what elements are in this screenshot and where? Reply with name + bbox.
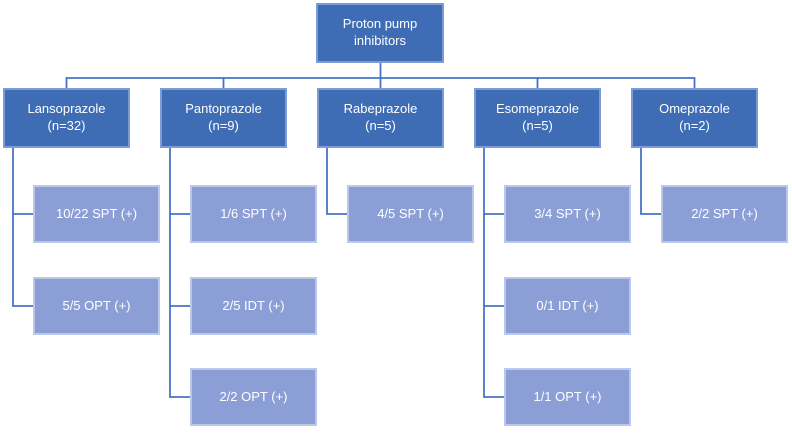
branch-name: Omeprazole — [659, 101, 730, 117]
branch-name: Lansoprazole — [27, 101, 106, 117]
leaf-node-esomeprazole-1-1-opt: 1/1 OPT (+) — [504, 368, 631, 426]
leaf-node-pantoprazole-1-6-spt: 1/6 SPT (+) — [190, 185, 317, 243]
leaf-label: 1/6 SPT (+) — [220, 205, 287, 221]
leaf-node-omeprazole-2-2-spt: 2/2 SPT (+) — [661, 185, 788, 243]
branch-name: Pantoprazole — [185, 101, 262, 117]
leaf-node-esomeprazole-0-1-idt: 0/1 IDT (+) — [504, 277, 631, 335]
branch-node-pantoprazole: Pantoprazole(n=9) — [160, 88, 287, 148]
leaf-node-pantoprazole-2-5-idt: 2/5 IDT (+) — [190, 277, 317, 335]
leaf-label: 2/2 OPT (+) — [219, 388, 288, 404]
leaf-label: 2/5 IDT (+) — [222, 297, 285, 313]
leaf-label: 2/2 SPT (+) — [691, 205, 758, 221]
branch-name: Rabeprazole — [343, 101, 418, 117]
leaf-node-lansoprazole-5-5-opt: 5/5 OPT (+) — [33, 277, 160, 335]
branch-count: (n=5) — [522, 118, 553, 133]
branch-count: (n=2) — [679, 118, 710, 133]
leaf-label: 3/4 SPT (+) — [534, 205, 601, 221]
leaf-label: 5/5 OPT (+) — [62, 297, 131, 313]
leaf-node-pantoprazole-2-2-opt: 2/2 OPT (+) — [190, 368, 317, 426]
leaf-label: 0/1 IDT (+) — [536, 297, 599, 313]
leaf-node-esomeprazole-3-4-spt: 3/4 SPT (+) — [504, 185, 631, 243]
leaf-label: 4/5 SPT (+) — [377, 205, 444, 221]
root-node-proton-pump-inhibitors: Proton pump inhibitors — [316, 3, 444, 63]
branch-node-rabeprazole: Rabeprazole(n=5) — [317, 88, 444, 148]
branch-count: (n=9) — [208, 118, 239, 133]
root-node-label: Proton pump inhibitors — [342, 16, 418, 48]
leaf-label: 10/22 SPT (+) — [55, 205, 138, 221]
branch-count: (n=32) — [47, 118, 86, 133]
branch-node-omeprazole: Omeprazole(n=2) — [631, 88, 758, 148]
leaf-label: 1/1 OPT (+) — [533, 388, 602, 404]
branch-count: (n=5) — [365, 118, 396, 133]
leaf-node-rabeprazole-4-5-spt: 4/5 SPT (+) — [347, 185, 474, 243]
leaf-node-lansoprazole-10-22-spt: 10/22 SPT (+) — [33, 185, 160, 243]
branch-name: Esomeprazole — [495, 101, 580, 117]
branch-node-lansoprazole: Lansoprazole(n=32) — [3, 88, 130, 148]
branch-node-esomeprazole: Esomeprazole(n=5) — [474, 88, 601, 148]
